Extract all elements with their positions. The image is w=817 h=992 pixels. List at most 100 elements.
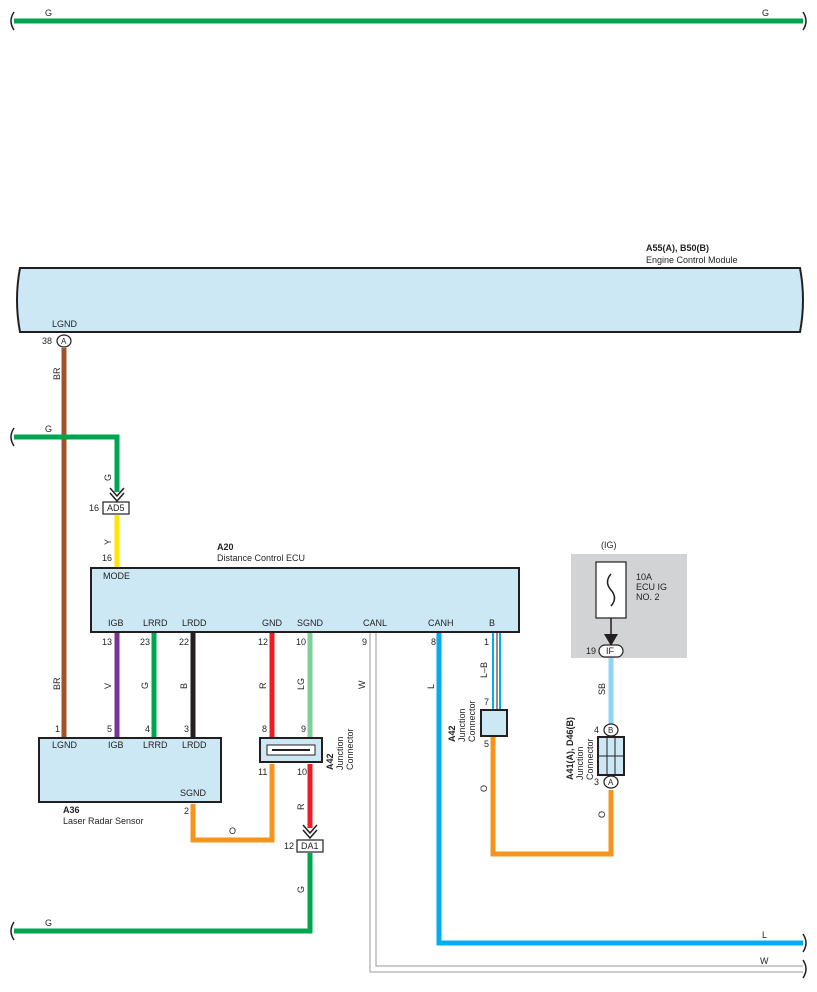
junction-left-pin-top: 9 — [301, 724, 306, 734]
sensor-pin-label-igb: IGB — [108, 740, 124, 750]
ecm-name: Engine Control Module — [646, 255, 738, 265]
ecu-pin-label-b: B — [489, 618, 495, 628]
ecu-name: Distance Control ECU — [217, 553, 305, 563]
junction-left-name1: Junction — [335, 736, 345, 770]
sensor-name: Laser Radar Sensor — [63, 816, 144, 826]
label-b-lrdd: B — [179, 683, 189, 689]
label-y: Y — [103, 539, 113, 545]
ecu-pin-label-canh: CANH — [428, 618, 454, 628]
fuse-line3: NO. 2 — [636, 592, 660, 602]
ecu-pin-num-lrrd: 23 — [140, 637, 150, 647]
ecu-mode-label: MODE — [103, 571, 130, 581]
da1-connector — [296, 839, 324, 853]
junction-left-pin-bottom-l: 11 — [258, 767, 267, 777]
ad5-arrow-icon-2 — [109, 492, 125, 503]
junction-right-name2: Connector — [585, 738, 595, 780]
fuse-icon — [606, 573, 616, 607]
junction-mid-pin-bottom: 5 — [484, 739, 489, 749]
junction-left-pin-bottom-r: 10 — [297, 767, 307, 777]
label-o-sgnd: O — [229, 826, 236, 836]
label-o-right: O — [597, 811, 607, 818]
junction-mid-pin-top: 7 — [484, 697, 489, 707]
ecm-box — [16, 267, 804, 333]
vertical-wire-labels: BR BR G Y V G B R LG W L L–B O R G O SB … — [52, 367, 607, 893]
ecm-pin-conn-label: A — [61, 337, 67, 346]
label-g-top-right: G — [762, 8, 769, 18]
junction-left-pin-bl: 8 — [262, 724, 267, 734]
sensor-code: A36 — [63, 805, 80, 815]
ecu-pin-label-canl: CANL — [363, 618, 387, 628]
ecu-pin-num-canl: 9 — [362, 637, 367, 647]
label-sb: SB — [597, 683, 607, 695]
junction-right-top-conn-label: B — [608, 726, 613, 735]
junction-right-code: A41(A), D46(B) — [565, 717, 575, 780]
ecu-pin-label-gnd: GND — [262, 618, 283, 628]
wire-w-canl-inner — [375, 632, 803, 967]
junction-left-labels: A42 Junction Connector — [325, 728, 355, 770]
junction-left-name2: Connector — [345, 728, 355, 770]
wire-g-da1 — [14, 853, 313, 934]
ecm-code: A55(A), B50(B) — [646, 243, 709, 253]
wire-o-right — [490, 736, 614, 857]
sensor-pin-label-lgnd: LGND — [52, 740, 78, 750]
label-o-mid: O — [479, 785, 489, 792]
wire-l-canh — [436, 632, 803, 946]
label-w-canl: W — [357, 680, 367, 689]
junction-right-pin-bottom: 3 — [594, 777, 599, 787]
label-w-bottom: W — [760, 956, 769, 966]
label-g-ad5: G — [103, 474, 113, 481]
label-g-top-left: G — [45, 8, 52, 18]
label-g-da1: G — [296, 886, 306, 893]
fuse-arrow-icon — [604, 634, 618, 646]
label-lg: LG — [296, 678, 306, 690]
ad5-arrow-icon — [109, 487, 125, 498]
break-symbols — [10, 11, 807, 979]
junction-mid-code: A42 — [447, 725, 457, 742]
ecu-pin-label-igb: IGB — [108, 618, 124, 628]
sensor-pin-num-lrdd: 3 — [184, 724, 189, 734]
label-lb: L–B — [479, 662, 489, 678]
ecu-pin-num-gnd: 12 — [258, 637, 268, 647]
ecu-pin-label-lrdd: LRDD — [182, 618, 207, 628]
label-r-gnd: R — [258, 682, 268, 689]
ecu-pin-label-lrrd: LRRD — [143, 618, 168, 628]
label-br-lower: BR — [52, 677, 62, 690]
label-br-upper: BR — [52, 367, 62, 380]
if-label: IF — [606, 646, 615, 656]
ecm-pin-num: 38 — [42, 336, 52, 346]
junction-mid-box — [480, 709, 508, 737]
sensor-sgnd-num: 2 — [184, 806, 189, 816]
ecu-pin-num-igb: 13 — [102, 637, 112, 647]
wire-w-canl — [369, 632, 803, 973]
ecu-pin-num-canh: 8 — [431, 637, 436, 647]
ecm-pin-label: LGND — [52, 319, 78, 329]
junction-mid-name2: Connector — [467, 700, 477, 742]
wire-o-sgnd — [190, 764, 275, 843]
ecu-pin-num-b: 1 — [484, 637, 489, 647]
ecu-mode-pin: 16 — [102, 553, 112, 563]
fuse-line2: ECU IG — [636, 582, 667, 592]
sensor-pin-label-lrdd: LRDD — [182, 740, 207, 750]
label-g-mid-left: G — [45, 424, 52, 434]
ecu-pin-label-sgnd: SGND — [297, 618, 324, 628]
ad5-label: AD5 — [107, 503, 125, 513]
ecm-pin-connector — [56, 334, 72, 348]
label-g-bottom-left: G — [45, 918, 52, 928]
ad5-num: 16 — [89, 503, 99, 513]
junction-right-pin-top: 4 — [594, 725, 599, 735]
label-v: V — [103, 683, 113, 689]
sensor-box — [38, 737, 222, 803]
label-g-lrrd: G — [140, 682, 150, 689]
junction-mid-labels: A42 Junction Connector — [447, 700, 477, 742]
ecu-code: A20 — [217, 542, 234, 552]
label-l-bottom: L — [762, 930, 767, 940]
fuse-box-bg — [571, 554, 687, 658]
ecu-box — [90, 567, 520, 633]
sensor-pin-num-igb: 5 — [107, 724, 112, 734]
da1-arrow-icon — [302, 824, 318, 835]
junction-mid-name1: Junction — [457, 708, 467, 742]
ecu-pin-num-lrdd: 22 — [179, 637, 189, 647]
if-num: 19 — [586, 646, 596, 656]
fuse-ig-label: (IG) — [601, 540, 617, 550]
